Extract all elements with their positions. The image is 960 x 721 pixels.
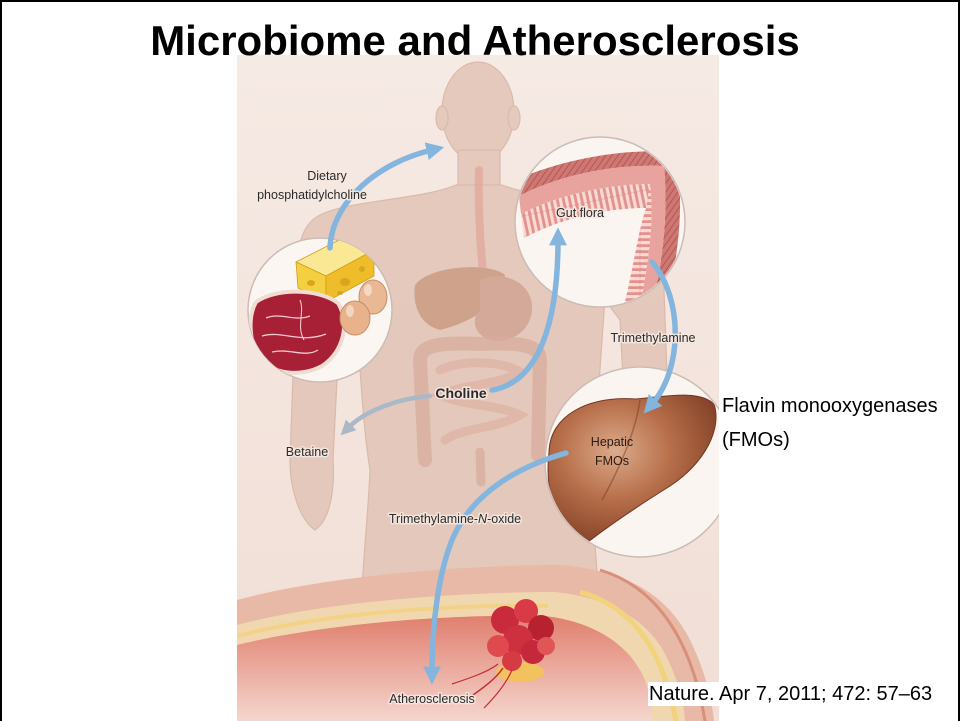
egg-highlight bbox=[346, 305, 354, 317]
rectum bbox=[480, 452, 481, 482]
label-hepatic-line1: Hepatic bbox=[591, 435, 633, 449]
plaque-lobe bbox=[502, 651, 522, 671]
label-atherosclerosis: Atherosclerosis bbox=[389, 692, 474, 706]
label-hepatic-line2: FMOs bbox=[595, 454, 629, 468]
cheese-hole bbox=[337, 291, 343, 295]
side-note-line2: (FMOs) bbox=[722, 428, 790, 452]
slide-title: Microbiome and Atherosclerosis bbox=[0, 20, 950, 62]
label-betaine: Betaine bbox=[286, 445, 328, 459]
cheese-hole bbox=[307, 280, 315, 286]
microbiome-pathway-illustration: Dietary phosphatidylcholine Gut flora Tr… bbox=[237, 55, 719, 721]
citation: Nature. Apr 7, 2011; 472: 57–63 bbox=[648, 682, 933, 706]
right-ear bbox=[508, 106, 520, 130]
artery-plaque-icon bbox=[237, 565, 714, 721]
label-dietary-line1: Dietary bbox=[307, 169, 347, 183]
gut-flora-inset bbox=[515, 137, 685, 307]
cheese-hole bbox=[359, 266, 365, 272]
label-gut-flora: Gut flora bbox=[556, 206, 604, 220]
cheese-hole bbox=[340, 278, 350, 286]
label-trimethylamine: Trimethylamine bbox=[611, 331, 696, 345]
egg bbox=[340, 301, 370, 335]
side-note-line1: Flavin monooxygenases bbox=[722, 394, 938, 418]
plaque-lobe bbox=[537, 637, 555, 655]
dietary-food-inset bbox=[248, 238, 392, 382]
egg-highlight bbox=[364, 284, 372, 296]
head bbox=[442, 62, 514, 162]
label-tmao-suffix: -oxide bbox=[487, 512, 521, 526]
label-dietary-line2: phosphatidylcholine bbox=[257, 188, 367, 202]
left-ear bbox=[436, 106, 448, 130]
label-choline: Choline bbox=[435, 385, 487, 401]
label-tmao: Trimethylamine-N-oxide bbox=[389, 512, 521, 526]
label-tmao-prefix: Trimethylamine- bbox=[389, 512, 478, 526]
